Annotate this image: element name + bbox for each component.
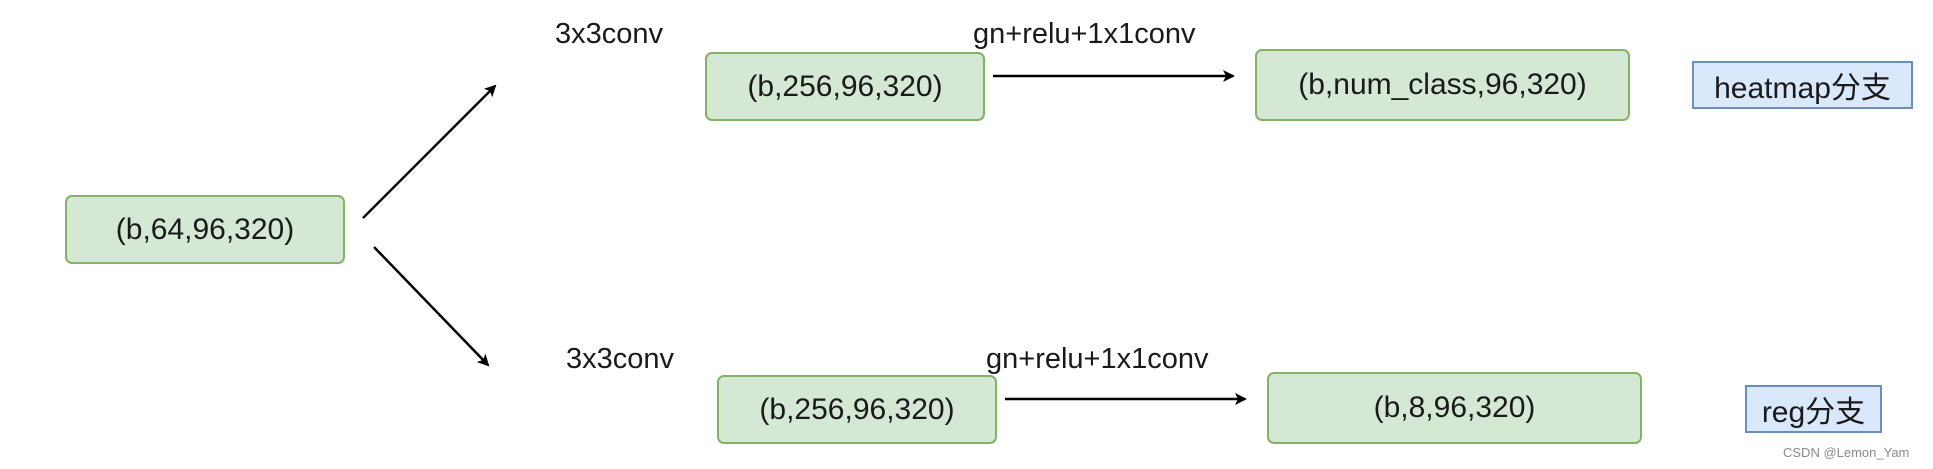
node-input: (b,64,96,320) (65, 195, 345, 264)
edge-input-to-bottom-branch (373, 246, 490, 367)
branch-tag-heatmap: heatmap分支 (1692, 61, 1913, 109)
edge-input-to-top-branch (362, 84, 497, 219)
label-bottom-conv: 3x3conv (566, 343, 675, 375)
label-top-conv: 3x3conv (555, 18, 664, 50)
node-top-mid: (b,256,96,320) (705, 52, 985, 121)
watermark: CSDN @Lemon_Yam (1783, 445, 1910, 460)
branch-tag-reg: reg分支 (1745, 385, 1882, 433)
label-bottom-head: gn+relu+1x1conv (986, 343, 1209, 375)
label-top-head: gn+relu+1x1conv (973, 18, 1196, 50)
node-top-out: (b,num_class,96,320) (1255, 49, 1630, 121)
node-bottom-mid: (b,256,96,320) (717, 375, 997, 444)
node-bottom-out: (b,8,96,320) (1267, 372, 1642, 444)
